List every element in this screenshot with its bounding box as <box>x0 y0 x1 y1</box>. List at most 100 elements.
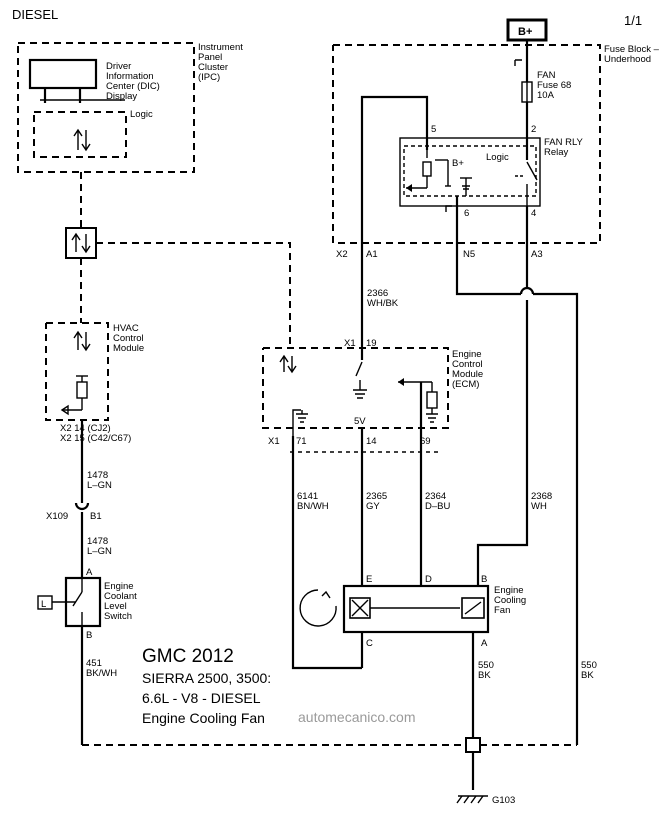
fan-title-3: Fan <box>494 605 510 616</box>
coolant-title-1: Engine <box>104 581 134 592</box>
caption-model: SIERRA 2500, 3500: <box>142 670 271 686</box>
hvac-control-module: HVAC Control Module X2 14 (CJ2) X2 15 (C… <box>45 322 144 444</box>
hvac-title-3: Module <box>113 343 144 354</box>
fan-relay: 5 2 B+ Logic FAN RLY Relay 6 4 <box>399 124 584 219</box>
ecm-5v: 5V <box>354 416 366 427</box>
relay-logic: Logic <box>486 152 509 163</box>
relay-pin-5: 5 <box>431 124 436 135</box>
ipc-title-2: Panel <box>198 52 222 63</box>
relay-title-2: Relay <box>544 147 569 158</box>
fuse-line-2: Fuse 68 <box>537 80 571 91</box>
ground-splice <box>465 737 481 753</box>
ipc-title-1: Instrument <box>198 42 243 53</box>
ecm-pin-71: 71 <box>296 436 307 447</box>
engine-coolant-level-switch: L A B Engine Coolant Level Switch <box>37 567 137 641</box>
instrument-panel-cluster: Logic Driver Information Center (DIC) Di… <box>17 42 243 173</box>
fuse-block-title-1: Fuse Block – <box>604 44 660 55</box>
wire-6141-num: 6141 <box>297 491 318 502</box>
hvac-connector-2: X2 15 (C42/C67) <box>60 433 131 444</box>
wire-2365-num: 2365 <box>366 491 387 502</box>
wire-451-num: 451 <box>86 658 102 669</box>
fan-title-2: Cooling <box>494 595 526 606</box>
wire-550b-color: BK <box>581 670 594 681</box>
fan-pin-e: E <box>366 574 372 585</box>
x109-label: X109 <box>46 511 68 522</box>
relay-pin-6: 6 <box>464 208 469 219</box>
data-arrows-icon <box>71 232 91 254</box>
fuse-x2: X2 <box>336 249 348 260</box>
ipc-logic-label: Logic <box>130 109 153 120</box>
watermark: automecanico.com <box>298 709 416 725</box>
ipc-title-4: (IPC) <box>198 72 220 83</box>
wire-1478a-color: L–GN <box>87 480 112 491</box>
wire-6141-color: BN/WH <box>297 501 329 512</box>
fan-pin-b: B <box>481 574 487 585</box>
hvac-title-2: Control <box>113 333 144 344</box>
dic-line-1: Driver <box>106 61 131 72</box>
dic-line-2: Information <box>106 71 154 82</box>
ecm-pin-19: 19 <box>366 338 377 349</box>
ecm-title-2: Control <box>452 359 483 370</box>
fan-pin-c: C <box>366 638 373 649</box>
caption-engine: 6.6L - V8 - DIESEL <box>142 690 261 706</box>
relay-pin-4: 4 <box>531 208 536 219</box>
wire-2366-color: WH/BK <box>367 298 399 309</box>
wire-550b-num: 550 <box>581 660 597 671</box>
serial-data-splice <box>65 227 97 259</box>
engine-label: DIESEL <box>12 7 58 22</box>
b-plus-label: B+ <box>518 26 532 38</box>
relay-title-1: FAN RLY <box>544 137 584 148</box>
data-arrows-icon <box>73 330 91 352</box>
hvac-connector-1: X2 14 (CJ2) <box>60 423 111 434</box>
ipc-title-3: Cluster <box>198 62 228 73</box>
chassis-ground-icon <box>456 795 488 804</box>
ecm-pin-69: 69 <box>420 436 431 447</box>
fan-fuse-68: FAN Fuse 68 10A <box>521 70 571 103</box>
coolant-title-4: Switch <box>104 611 132 622</box>
wire-2368-color: WH <box>531 501 547 512</box>
wire-2364-color: D–BU <box>425 501 450 512</box>
battery-positive: B+ <box>506 18 548 42</box>
ground-label: G103 <box>492 795 515 806</box>
wire-1478b-num: 1478 <box>87 536 108 547</box>
wire-2366-num: 2366 <box>367 288 388 299</box>
fuse-line-3: 10A <box>537 90 555 101</box>
coolant-pin-b: B <box>86 630 92 641</box>
caption-system: Engine Cooling Fan <box>142 710 265 726</box>
wire-2368-num: 2368 <box>531 491 552 502</box>
relay-b-plus: B+ <box>452 158 464 169</box>
wire-2365-color: GY <box>366 501 380 512</box>
fuse-block-title-2: Underhood <box>604 54 651 65</box>
engine-cooling-fan: E D B C A Engine Cooling Fan <box>299 574 526 649</box>
data-arrows-icon <box>279 354 297 374</box>
coolant-title-2: Coolant <box>104 591 137 602</box>
wire-1478b-color: L–GN <box>87 546 112 557</box>
dic-line-4: Display <box>106 91 137 102</box>
ecm-x1-top: X1 <box>344 338 356 349</box>
fuse-a1: A1 <box>366 249 378 260</box>
fuse-a3: A3 <box>531 249 543 260</box>
page-number: 1/1 <box>624 13 642 28</box>
coolant-title-3: Level <box>104 601 127 612</box>
fan-pin-d: D <box>425 574 432 585</box>
fan-title-1: Engine <box>494 585 524 596</box>
fan-pin-a: A <box>481 638 488 649</box>
dic-line-3: Center (DIC) <box>106 81 160 92</box>
coolant-pin-a: A <box>86 567 93 578</box>
hvac-title-1: HVAC <box>113 323 139 334</box>
data-arrows-icon <box>73 128 91 152</box>
level-symbol: L <box>41 599 46 610</box>
ecm-pin-14: 14 <box>366 436 377 447</box>
ecm-x1-bottom: X1 <box>268 436 280 447</box>
x109-pin: B1 <box>90 511 102 522</box>
fuse-block-underhood: Fuse Block – Underhood <box>332 44 660 244</box>
ecm-title-1: Engine <box>452 349 482 360</box>
wire-550a-color: BK <box>478 670 491 681</box>
ecm-title-4: (ECM) <box>452 379 479 390</box>
engine-control-module: Engine Control Module (ECM) X1 19 5V X1 … <box>262 336 483 447</box>
relay-pin-2: 2 <box>531 124 536 135</box>
caption-make: GMC 2012 <box>142 646 234 667</box>
wire-2364-num: 2364 <box>425 491 446 502</box>
wire-1478a-num: 1478 <box>87 470 108 481</box>
